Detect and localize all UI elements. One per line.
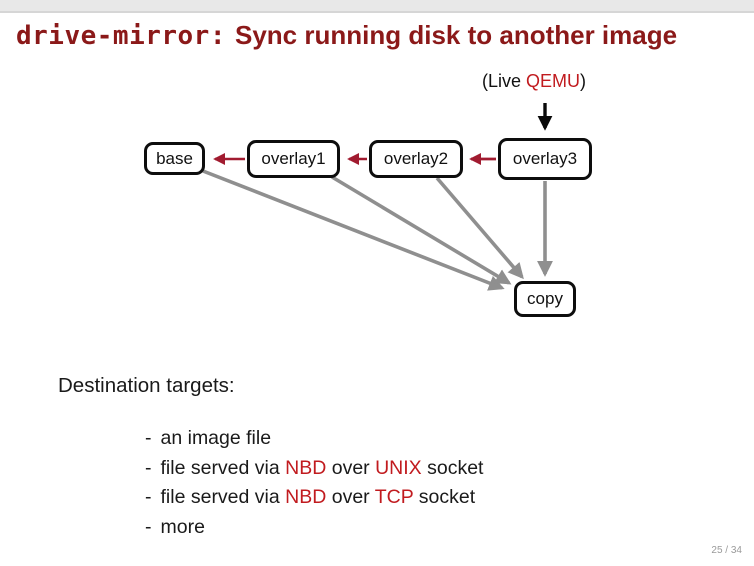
slide-top-bar	[0, 0, 754, 13]
node-copy: copy	[514, 281, 576, 317]
node-overlay1-label: overlay1	[261, 149, 326, 168]
node-base: base	[144, 142, 205, 175]
list-item: -an image file	[145, 424, 483, 454]
destination-list: -an image file -file served via NBD over…	[145, 424, 483, 542]
mirror-arrow-base-to-copy	[202, 169, 505, 291]
item-text: file served via	[160, 456, 286, 479]
node-overlay3-label: overlay3	[512, 149, 578, 168]
live-qemu-label: (Live QEMU)	[482, 71, 586, 92]
bullet-dash: -	[145, 486, 152, 508]
title-text: Sync running disk to another image	[235, 20, 678, 50]
node-base-label: base	[156, 148, 193, 168]
item-text-nbd: NBD	[285, 456, 327, 479]
live-label-prefix: (Live	[482, 71, 527, 91]
item-text: over	[326, 456, 376, 479]
list-item: -file served via NBD over UNIX socket	[145, 454, 483, 484]
item-text-tcp: TCP	[374, 486, 414, 508]
mirror-arrow-overlay2-to-copy	[435, 176, 524, 280]
page-number: 25 / 34	[711, 545, 742, 556]
live-label-suffix: )	[580, 71, 587, 91]
destination-heading: Destination targets:	[58, 374, 235, 397]
title-command-name: drive-mirror:	[16, 21, 226, 51]
item-text: over	[326, 486, 375, 508]
item-text: socket	[413, 486, 476, 508]
item-text-unix: UNIX	[375, 456, 422, 479]
bullet-dash: -	[145, 515, 152, 538]
list-item: -more	[145, 513, 483, 543]
mirror-arrow-overlay1-to-copy	[331, 175, 512, 285]
page-title: drive-mirror: Sync running disk to anothe…	[16, 20, 677, 51]
bullet-dash: -	[145, 456, 152, 479]
node-copy-label: copy	[527, 289, 563, 308]
node-overlay3: overlay3	[498, 138, 592, 180]
live-label-qemu: QEMU	[526, 71, 581, 91]
item-text: file served via	[160, 486, 286, 508]
bullet-dash: -	[145, 427, 152, 449]
node-overlay1: overlay1	[247, 140, 340, 178]
list-item: -file served via NBD over TCP socket	[145, 483, 483, 513]
item-text: more	[160, 515, 205, 538]
item-text: an image file	[160, 427, 272, 449]
node-overlay2: overlay2	[369, 140, 463, 178]
item-text-nbd: NBD	[285, 486, 327, 508]
item-text: socket	[421, 456, 484, 479]
node-overlay2-label: overlay2	[383, 149, 449, 168]
